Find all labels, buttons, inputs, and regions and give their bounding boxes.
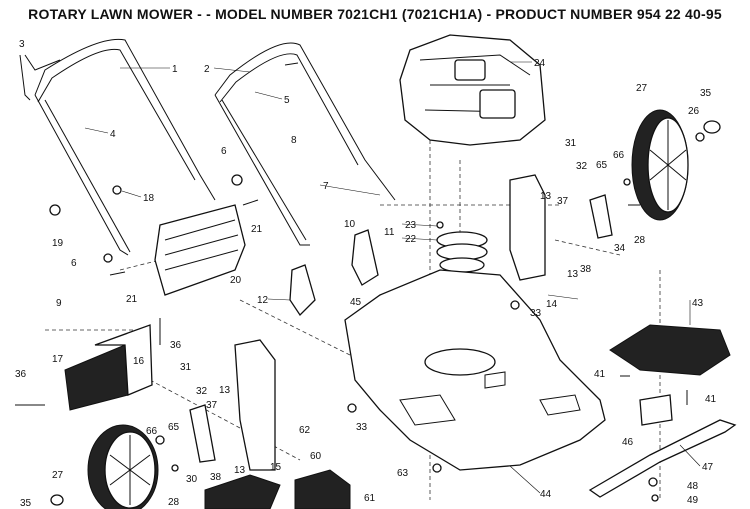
callout-6a: 6 [221,146,227,157]
callout-18: 18 [143,193,155,204]
rear-wheel-part-27-left [87,424,159,509]
callout-22: 22 [405,234,417,245]
callout-32a: 32 [576,161,588,172]
callout-13d: 13 [234,465,246,476]
callout-31b: 31 [180,362,192,373]
callout-45: 45 [350,297,362,308]
fasteners [15,62,721,506]
rear-flap-part-16 [64,324,153,411]
callout-3: 3 [19,39,25,50]
callout-2: 2 [204,64,210,75]
callout-17: 17 [52,354,64,365]
callout-10: 10 [344,219,356,230]
callout-27a: 27 [636,83,648,94]
callout-20: 20 [230,275,242,286]
axle-bracket-part-34 [589,194,613,239]
callout-28b: 28 [168,497,180,508]
callout-9: 9 [56,298,62,309]
cable-part-3 [19,54,61,101]
callout-33b: 33 [356,422,368,433]
height-bracket-part-15 [234,339,276,471]
rear-wheel-part-27-right [631,109,689,221]
callout-33a: 33 [530,308,542,319]
height-bracket-part-13 [509,174,546,281]
callout-1: 1 [172,64,178,75]
bracket-part-11 [351,229,379,286]
callout-24: 24 [534,58,546,69]
callout-62: 62 [299,425,311,436]
callout-63: 63 [397,468,409,479]
leader-lines [84,61,701,494]
callout-61: 61 [364,493,376,504]
callout-19: 19 [52,238,64,249]
callout-34: 34 [614,243,626,254]
axle-bracket-part-30 [189,404,216,463]
pulley-part-22 [436,231,488,273]
callout-35b: 35 [20,498,32,509]
callout-32b: 32 [196,386,208,397]
callout-14: 14 [546,299,558,310]
callout-27b: 27 [52,470,64,481]
callout-37a: 37 [557,196,569,207]
upper-handle-part-1 [34,38,216,256]
callout-43: 43 [692,298,704,309]
callout-26: 26 [688,106,700,117]
deflector-part-61 [294,469,351,509]
deflector-part-38 [204,474,281,509]
callout-65b: 65 [168,422,180,433]
callout-23: 23 [405,220,417,231]
callout-38b: 38 [210,472,222,483]
callout-11: 11 [384,227,395,238]
callout-12: 12 [257,295,269,306]
part-callouts: 1 2 3 4 5 6 6 7 8 9 10 11 12 13 13 13 13… [15,39,717,509]
bracket-part-12 [289,264,316,317]
blade-part-47 [588,419,737,498]
callout-47: 47 [702,462,714,473]
callout-49: 49 [687,495,699,506]
callout-7: 7 [323,181,329,192]
callout-35a: 35 [700,88,712,99]
chute-part-20 [154,204,246,296]
callout-13a: 13 [540,191,552,202]
callout-16: 16 [133,356,145,367]
callout-38a: 38 [580,264,592,275]
callout-41a: 41 [594,369,606,380]
callout-65a: 65 [596,160,608,171]
callout-13c: 13 [219,385,231,396]
callout-8: 8 [291,135,297,146]
callout-66b: 66 [146,426,158,437]
callout-30: 30 [186,474,198,485]
callout-5: 5 [284,95,290,106]
blade-adapter-part-46 [639,394,673,426]
diagram-title: ROTARY LAWN MOWER - - MODEL NUMBER 7021C… [28,6,722,22]
callout-60: 60 [310,451,322,462]
callout-37b: 37 [206,400,218,411]
callout-44: 44 [540,489,552,500]
callout-36a: 36 [170,340,182,351]
callout-46: 46 [622,437,634,448]
callout-28a: 28 [634,235,646,246]
callout-6b: 6 [71,258,77,269]
mower-deck-part-44 [344,269,606,471]
callout-13b: 13 [567,269,579,280]
callout-66a: 66 [613,150,625,161]
callout-36b: 36 [15,369,27,380]
callout-31a: 31 [565,138,577,149]
callout-21a: 21 [251,224,263,235]
callout-48: 48 [687,481,699,492]
callout-41b: 41 [705,394,717,405]
callout-21b: 21 [126,294,138,305]
callout-15: 15 [270,462,282,473]
engine-part-24 [399,34,546,146]
mulch-plug-part-43 [609,324,731,376]
callout-4: 4 [110,129,116,140]
lower-handle-part-2 [214,42,396,246]
